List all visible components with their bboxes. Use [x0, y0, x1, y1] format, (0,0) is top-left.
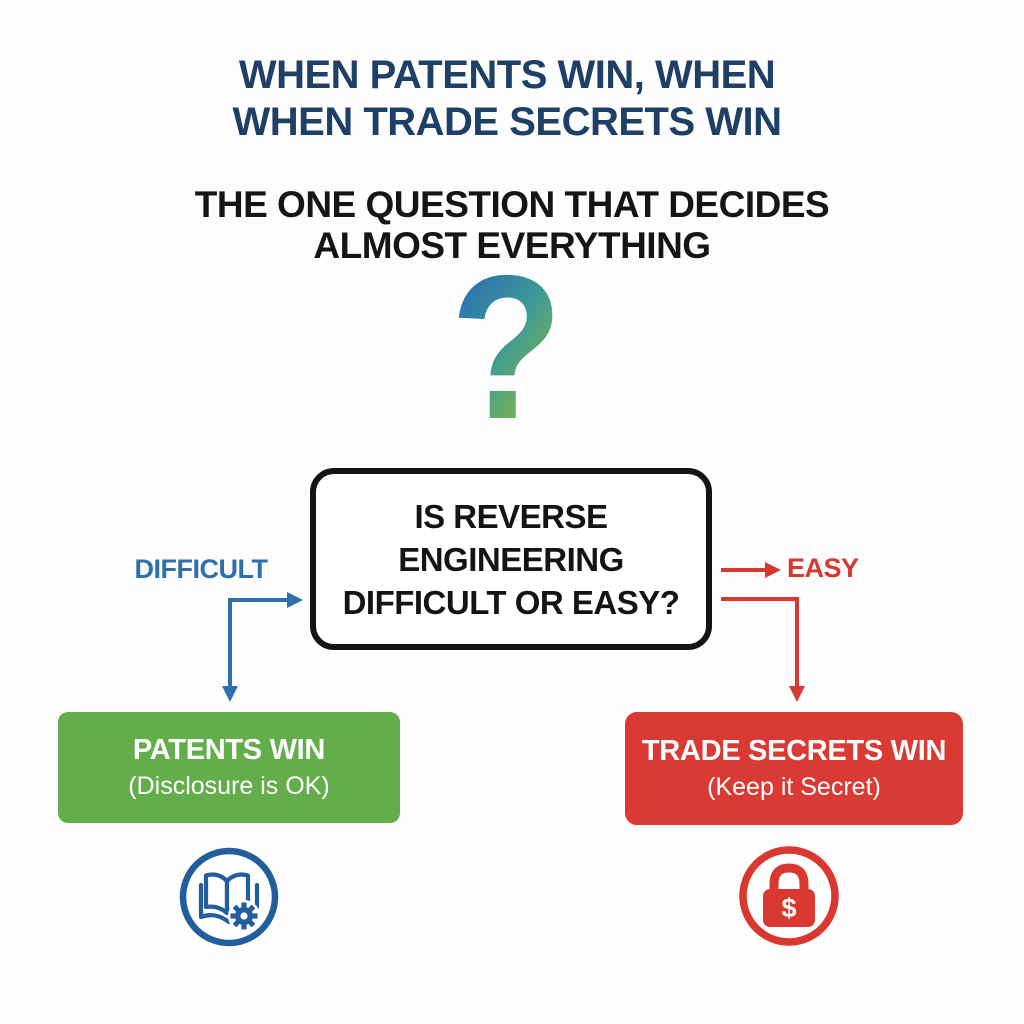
- easy-arrow: [721, 562, 781, 578]
- patents-win-title: PATENTS WIN: [132, 734, 326, 766]
- subtitle-line-1: THE ONE QUESTION THAT DECIDES: [194, 184, 830, 225]
- open-book-gear-icon: [179, 847, 279, 947]
- page-title: WHEN PATENTS WIN, WHEN WHEN TRADE SECRET…: [0, 52, 1014, 146]
- title-line-1: WHEN PATENTS WIN, WHEN: [238, 53, 776, 97]
- gear-icon: [230, 902, 258, 930]
- question-mark-icon: ?: [450, 233, 564, 462]
- title-line-2: WHEN TRADE SECRETS WIN: [232, 100, 783, 144]
- lock-dollar-symbol: $: [781, 893, 796, 923]
- decision-box: IS REVERSE ENGINEERING DIFFICULT OR EASY…: [310, 468, 712, 650]
- trade-secrets-win-subtitle: (Keep it Secret): [707, 773, 881, 801]
- trade-secrets-win-box: TRADE SECRETS WIN (Keep it Secret): [625, 712, 963, 825]
- subtitle-line-2: ALMOST EVERYTHING: [313, 225, 711, 266]
- difficult-arrow: [222, 592, 303, 702]
- patents-win-box: PATENTS WIN (Disclosure is OK): [58, 712, 400, 823]
- branch-label-difficult: DIFFICULT: [134, 554, 268, 584]
- page-subtitle: THE ONE QUESTION THAT DECIDES ALMOST EVE…: [0, 184, 1024, 266]
- dollar-lock-icon: $: [739, 846, 839, 946]
- trade-secrets-win-title: TRADE SECRETS WIN: [641, 735, 947, 767]
- question-mark-container: ?: [0, 233, 1014, 462]
- trade-secret-arrow: [721, 597, 805, 702]
- patents-win-subtitle: (Disclosure is OK): [128, 772, 330, 800]
- branch-label-easy: EASY: [787, 553, 859, 583]
